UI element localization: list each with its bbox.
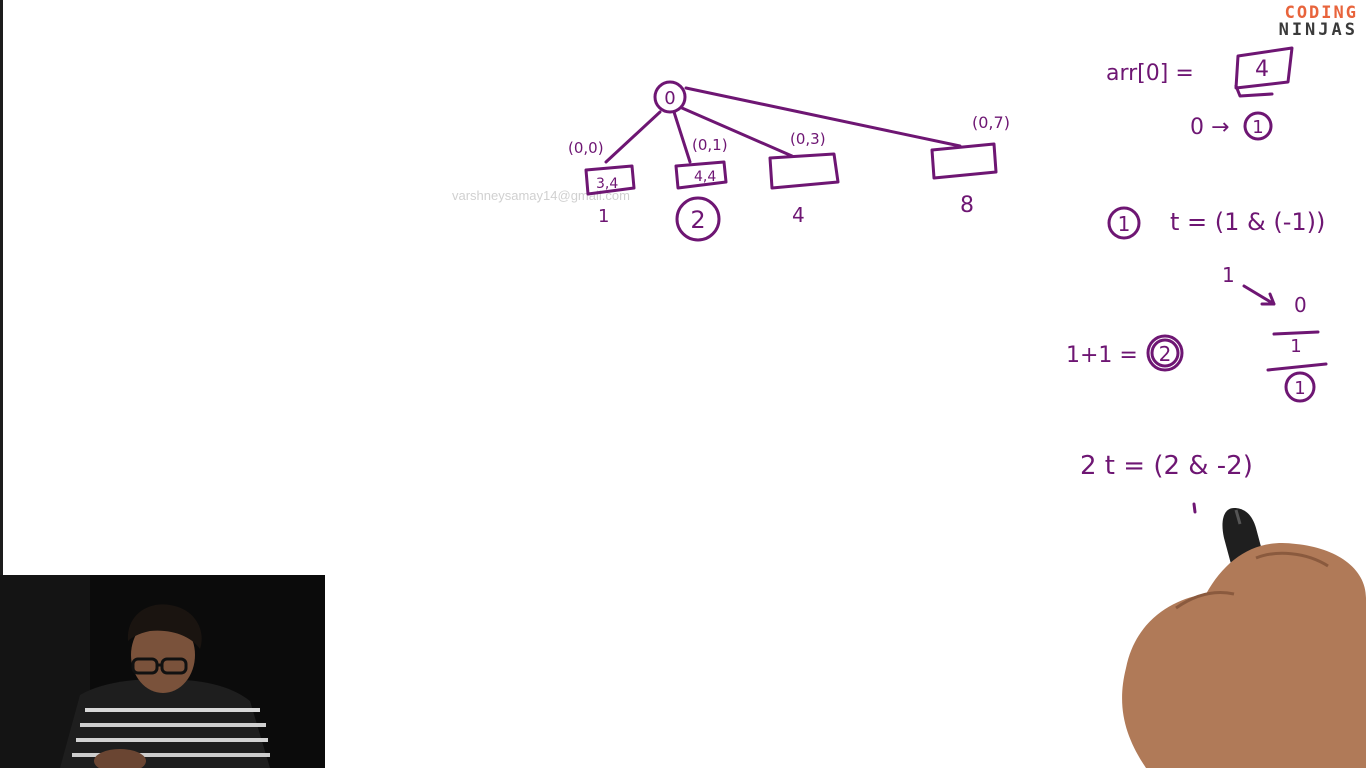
child-1-box-value: 3,4	[596, 176, 618, 192]
map-right: 1	[1252, 117, 1263, 138]
eq2-left: 1+1 =	[1066, 343, 1138, 368]
edge-child-2	[672, 110, 692, 164]
one-label: 1	[1222, 263, 1235, 287]
root-node-label: 0	[664, 88, 675, 109]
arrow-to-zero	[1242, 284, 1276, 306]
edge-child-4	[684, 86, 962, 148]
child-3-index: 4	[792, 203, 805, 227]
arr-box-tail	[1234, 84, 1274, 98]
child-3-box	[768, 152, 840, 190]
presenter-hair	[127, 604, 202, 649]
child-2-box-value: 4,4	[694, 169, 716, 185]
child-2-box	[674, 160, 728, 190]
map-right-circle	[1243, 111, 1273, 141]
eq2-circle-value: 2	[1159, 342, 1172, 366]
division-bar-top	[1272, 330, 1320, 336]
division-numerator: 1	[1290, 336, 1301, 357]
logo-line1: CODING	[1258, 5, 1358, 22]
eq2-circle-inner	[1150, 338, 1180, 368]
map-left: 0 →	[1190, 115, 1229, 140]
root-node-circle	[653, 80, 687, 114]
child-2-index-circle	[675, 196, 721, 242]
coding-ninjas-logo: CODING NINJAS	[1258, 5, 1358, 39]
division-bar-bottom	[1266, 362, 1328, 372]
division-result: 1	[1294, 378, 1305, 399]
logo-line2-text: NINJAS	[1278, 20, 1358, 40]
child-4-index: 8	[960, 193, 974, 218]
child-3-range: (0,3)	[790, 130, 826, 148]
arr-label: arr[0] =	[1106, 61, 1194, 86]
division-result-circle	[1284, 371, 1316, 403]
eq3-text: 2 t = (2 & -2)	[1080, 451, 1253, 481]
logo-line1-text: CODING	[1284, 3, 1358, 23]
tree-diagram: 0 (0,0) 3,4 1 (0,1) 4,4 2 (0,3) 4 (0,7)	[568, 80, 1010, 242]
child-4-range: (0,7)	[972, 113, 1010, 132]
eq2-circle-outer	[1146, 334, 1184, 372]
edge-child-1	[604, 110, 662, 164]
arr-box-value: 4	[1255, 57, 1269, 82]
eq1-circle-value: 1	[1118, 212, 1131, 236]
child-1-box	[584, 164, 636, 196]
email-watermark: varshneysamay14@gmail.com	[452, 188, 630, 203]
frame-left-edge	[0, 0, 3, 575]
logo-line2: NINJAS	[1258, 22, 1358, 39]
child-2-range: (0,1)	[692, 136, 728, 154]
presenter-hand-with-pen	[1122, 508, 1366, 768]
side-notes: arr[0] = 4 0 → 1 1 t = (1 & (-1)) 1 0 1 …	[1066, 46, 1328, 514]
edge-child-3	[680, 106, 794, 158]
eq1-circle	[1107, 206, 1141, 240]
child-4-box	[930, 142, 998, 180]
child-2-index: 2	[690, 206, 705, 234]
presenter-video	[0, 575, 325, 768]
pen-mark	[1192, 502, 1197, 514]
arr-box	[1234, 46, 1294, 90]
child-1-range: (0,0)	[568, 139, 604, 157]
child-1-index: 1	[598, 206, 609, 227]
hand-skin	[1122, 542, 1366, 768]
webcam-inset	[0, 575, 325, 768]
eq1-text: t = (1 & (-1))	[1170, 208, 1325, 236]
arrow-zero-label: 0	[1294, 293, 1307, 317]
